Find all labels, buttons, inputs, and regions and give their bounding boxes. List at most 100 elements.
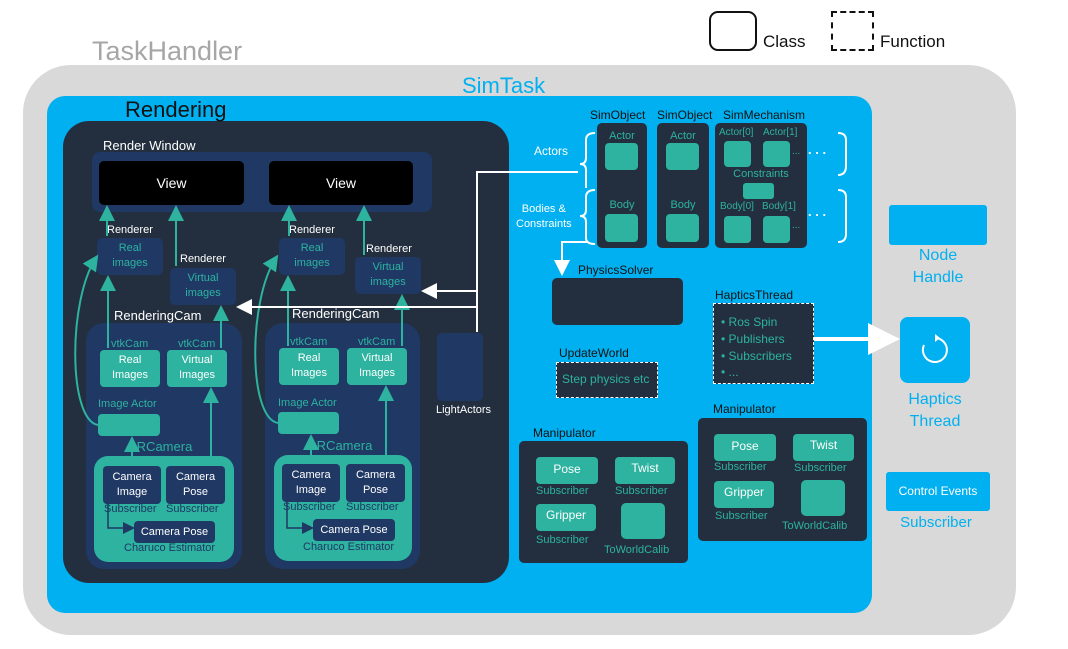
physics-solver — [552, 278, 683, 325]
haptics-item-2: • Publishers — [721, 332, 785, 346]
renderer-label-1: Renderer — [107, 224, 153, 236]
camera-pose-box-2: Camera Pose — [346, 464, 405, 502]
subscriber-label-1a: Subscriber — [104, 503, 157, 515]
haptics-thread-box — [713, 303, 814, 384]
legend-class-label: Class — [763, 32, 806, 51]
haptics-item-1: • Ros Spin — [721, 315, 778, 329]
body-1-label: Body[1] — [762, 201, 796, 212]
subscriber-label-1b: Subscriber — [166, 503, 219, 515]
subscriber-label-2a: Subscriber — [283, 501, 336, 513]
constraints-label: Constraints — [733, 168, 789, 180]
vtk-cam-label-2b: vtkCam — [358, 336, 396, 348]
update-world: Step physics etc — [556, 362, 658, 398]
gripper-sub-label-1: Subscriber — [536, 534, 589, 546]
view-2: View — [269, 161, 413, 205]
actor-1-box — [763, 141, 790, 167]
haptics-item-text-1: Ros Spin — [728, 315, 778, 329]
haptics-item-text-2: Publishers — [728, 332, 785, 346]
gripper-box-1: Gripper — [536, 504, 596, 531]
pose-sub-label-1: Subscriber — [536, 485, 589, 497]
sim-task-title: SimTask — [462, 73, 546, 98]
body-0-box — [724, 216, 751, 243]
light-actors-label: LightActors — [436, 404, 492, 416]
to-world-calib-box-2 — [801, 480, 845, 516]
sim-object-title-2: SimObject — [657, 108, 713, 122]
image-actor-label-2: Image Actor — [278, 397, 337, 409]
legend-class-box — [709, 11, 757, 51]
update-world-label: UpdateWorld — [559, 346, 629, 360]
view-1: View — [99, 161, 244, 205]
vtk-cam-label-1b: vtkCam — [178, 338, 216, 350]
renderer-label-4: Renderer — [366, 243, 412, 255]
to-world-calib-box-1 — [621, 503, 665, 539]
virtual-images-2: Virtual images — [355, 257, 421, 294]
actor-label-2: Actor — [670, 130, 696, 142]
haptics-thread-label: HapticsThread — [715, 288, 794, 302]
haptics-item-text-4: ... — [728, 365, 739, 379]
actor-label-1: Actor — [609, 130, 635, 142]
actor-box-2 — [666, 143, 699, 170]
twist-box-2: Twist — [793, 434, 854, 461]
node-handle-label-2: Handle — [912, 269, 964, 286]
virtual-images-cam-1: Virtual Images — [167, 350, 227, 387]
charuco-estimator-label-1: Charuco Estimator — [124, 542, 216, 554]
image-actor-label-1: Image Actor — [98, 398, 157, 410]
physics-solver-label: PhysicsSolver — [578, 263, 654, 277]
sim-object-title-1: SimObject — [590, 108, 646, 122]
haptics-thread-node — [900, 317, 970, 383]
real-images-2: Real images — [279, 238, 345, 275]
sim-mechanism-title: SimMechanism — [723, 108, 806, 122]
actors-row-label: Actors — [534, 144, 569, 158]
to-world-calib-label-2: ToWorldCalib — [782, 520, 848, 532]
camera-image-box-1: Camera Image — [103, 466, 161, 504]
render-window-label: Render Window — [103, 138, 196, 153]
virtual-images-1: Virtual images — [170, 268, 236, 305]
ar-camera-label-2: ARCamera — [308, 438, 373, 453]
actors-ellipsis: . . . — [808, 142, 827, 157]
legend-function-label: Function — [880, 32, 946, 51]
rendering-title: Rendering — [125, 97, 227, 122]
vtk-cam-label-1a: vtkCam — [111, 338, 149, 350]
body-box-1 — [605, 214, 638, 242]
haptics-item-text-3: Subscribers — [728, 349, 792, 363]
image-actor-box-1 — [98, 414, 160, 436]
actor-0-label: Actor[0] — [719, 127, 754, 138]
body-label-1: Body — [609, 199, 635, 211]
real-images-cam-2: Real Images — [279, 348, 339, 385]
camera-image-box-2: Camera Image — [282, 464, 340, 502]
body-box-2 — [666, 214, 699, 242]
legend-function-box — [831, 11, 874, 51]
haptics-item-3: • Subscribers — [721, 349, 792, 363]
subscriber-label-2b: Subscriber — [346, 501, 399, 513]
camera-pose-estimator-box-2: Camera Pose — [313, 519, 395, 541]
actor-1-label: Actor[1] — [763, 127, 798, 138]
actor-ellipsis: ... — [792, 146, 801, 157]
real-images-cam-1: Real Images — [100, 350, 160, 387]
light-actors-box — [437, 333, 483, 401]
control-events-box: Control Events — [886, 472, 990, 511]
body-0-label: Body[0] — [720, 201, 754, 212]
image-actor-box-2 — [278, 412, 339, 434]
vtk-cam-label-2a: vtkCam — [290, 336, 328, 348]
haptics-thread-node-label-1: Haptics — [908, 391, 962, 408]
pose-box-2: Pose — [714, 434, 776, 461]
node-handle-label-1: Node — [918, 247, 958, 264]
actor-0-box — [724, 141, 751, 167]
to-world-calib-label-1: ToWorldCalib — [604, 544, 670, 556]
gripper-sub-label-2: Subscriber — [715, 510, 768, 522]
task-handler-title: TaskHandler — [92, 36, 243, 66]
camera-pose-box-1: Camera Pose — [166, 466, 225, 504]
virtual-images-cam-2: Virtual Images — [347, 348, 407, 385]
node-handle-box — [889, 205, 987, 245]
haptics-item-4: • ... — [721, 365, 739, 379]
rendering-cam-title-2: RenderingCam — [292, 306, 380, 321]
camera-pose-estimator-box-1: Camera Pose — [134, 521, 215, 543]
pose-box-1: Pose — [536, 457, 598, 484]
pose-sub-label-2: Subscriber — [714, 461, 767, 473]
body-1-box — [763, 216, 790, 243]
bodies-constraints-label: Bodies & Constraints — [516, 203, 572, 230]
manipulator-title-1: Manipulator — [533, 426, 596, 440]
twist-sub-label-2: Subscriber — [794, 462, 847, 474]
ar-camera-label-1: ARCamera — [128, 439, 193, 454]
renderer-label-3: Renderer — [289, 224, 335, 236]
